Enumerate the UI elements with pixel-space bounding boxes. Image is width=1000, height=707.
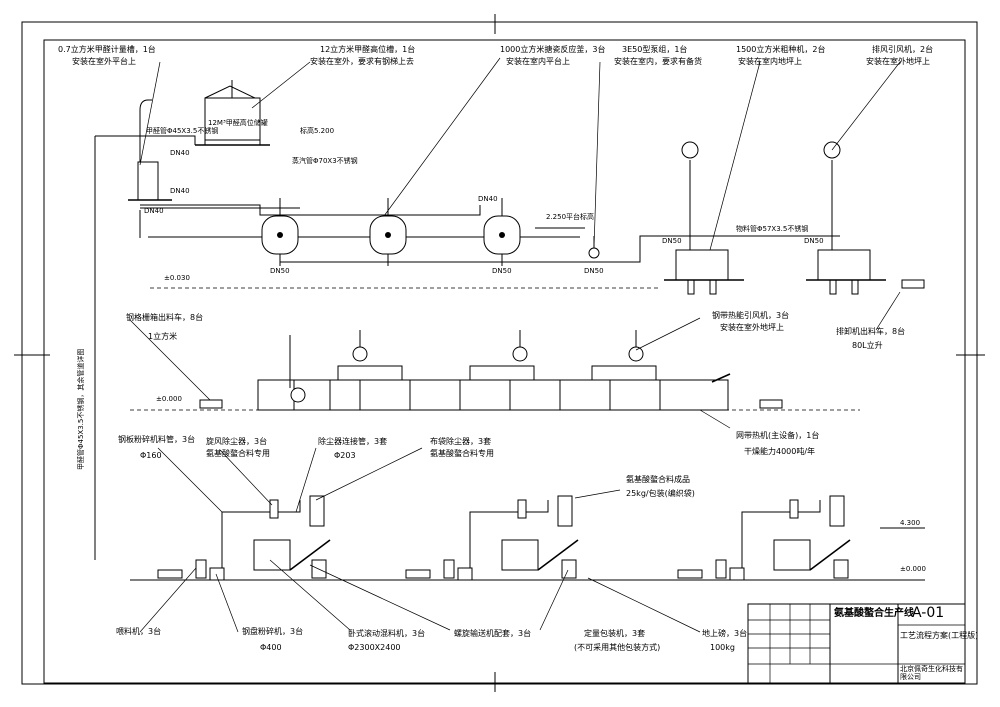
cart-row2-right — [759, 399, 783, 409]
line-1 — [157, 495, 331, 581]
label-pack-note: 氨基酸螯合料成品 — [626, 475, 690, 484]
label-elev-0030: ±0.030 — [164, 274, 190, 282]
label-cyclone: 旋风除尘器，3台 — [206, 437, 268, 446]
line-3 — [677, 495, 851, 581]
title-company: 北京佩奇生化科技有限公司 — [900, 665, 963, 681]
belt-dryer — [257, 365, 731, 411]
label-dn50-e: DN50 — [804, 237, 824, 245]
label-pipe-70: 蒸汽管Φ70X3不锈钢 — [292, 157, 358, 165]
coarse-mill-1 — [664, 141, 744, 295]
label-scale-cap: 100kg — [710, 643, 735, 652]
label-cart-right: 排卸机出料车，8台 — [836, 327, 906, 336]
reactor-2 — [369, 198, 407, 266]
label-dn50-b: DN50 — [492, 267, 512, 275]
label-fan-2: 排风引风机，2台 — [872, 45, 934, 54]
leader-lines — [129, 57, 901, 633]
label-bag-note: 氨基酸螯合料专用 — [430, 449, 494, 458]
label-hot-fan-note: 安装在室外地坪上 — [720, 323, 784, 332]
label-dryer-2: 1500立方米粗种机，2台 — [736, 45, 826, 54]
label-dn50-d: DN50 — [662, 237, 682, 245]
label-water-meter-tank-note: 安装在室外平台上 — [72, 57, 136, 66]
label-pack-spec: 25kg/包装(编织袋) — [626, 489, 695, 498]
label-elev-0000-b: ±0.000 — [900, 565, 926, 573]
label-pipe-45: 甲醛管Φ45X3.5不锈钢 — [146, 127, 219, 135]
label-pump: 3E50型泵组，1台 — [622, 45, 688, 54]
label-scale: 地上磅，3台 — [702, 629, 748, 638]
outer-frame — [21, 21, 978, 685]
label-elev-4300: 4.300 — [900, 519, 921, 527]
dryer-fans — [289, 330, 644, 388]
discharge-cart-right — [901, 279, 925, 289]
label-fan-2-note: 安装在室外地坪上 — [866, 57, 930, 66]
label-crusher-pipe: 钢板粉碎机料管，3台 — [118, 435, 196, 444]
formaldehyde-tank — [195, 80, 270, 146]
label-packer: 定量包装机，3套 — [584, 629, 646, 638]
title-project-name: 氨基酸螯合生产线 — [834, 608, 914, 619]
reactor-1 — [261, 198, 299, 266]
tank-volume-label: 12M³甲醛高位储罐 — [208, 118, 268, 127]
label-elev-0000-a: ±0.000 — [156, 395, 182, 403]
label-dn50-a: DN50 — [270, 267, 290, 275]
label-dn40-a: DN40 — [170, 149, 190, 157]
label-capacity: 干燥能力4000吨/年 — [744, 447, 816, 456]
label-cart-row2-vol: 1立方米 — [148, 332, 178, 341]
label-feeder: 喂料机，3台 — [116, 627, 162, 636]
label-mixer-dia: Φ2300X2400 — [348, 643, 401, 652]
label-elev-5200: 标高5.200 — [300, 127, 335, 135]
label-formaldehyde-tank-note: 安装在室外，要求有钢梯上去 — [310, 57, 414, 66]
label-cyclone-note: 氨基酸螯合料专用 — [206, 449, 270, 458]
label-hot-fan: 钢带热能引风机，3台 — [712, 311, 790, 320]
label-pulverizer-dia: Φ400 — [260, 643, 282, 652]
label-crusher-dia: Φ160 — [140, 451, 162, 460]
cart-row2-left — [199, 399, 223, 409]
label-side-note: 甲醛管Φ45X3.5不锈钢，其余管道详图 — [77, 348, 85, 470]
label-pipe-57: 物料管Φ57X3.5不锈钢 — [736, 225, 809, 233]
label-elev-2250: 2.250平台标高 — [546, 213, 595, 221]
label-cart-row2: 钢格栅箱出料车，8台 — [126, 313, 204, 322]
line-2 — [405, 495, 579, 581]
label-pump-note: 安装在室内，要求有备货 — [614, 57, 702, 66]
drawing-frame — [43, 39, 966, 684]
label-dn50-c: DN50 — [584, 267, 604, 275]
coarse-mill-2 — [806, 141, 886, 295]
metering-tank — [128, 99, 172, 201]
title-drawing-no: A-01 — [912, 605, 945, 621]
label-dn40-c: DN40 — [144, 207, 164, 215]
label-pulverizer: 钢盘粉碎机，3台 — [242, 627, 304, 636]
label-bag-filter: 布袋除尘器，3套 — [430, 437, 492, 446]
title-block — [747, 603, 966, 684]
label-dryer-2-note: 安装在室内地坪上 — [738, 57, 802, 66]
label-reactor: 1000立方米搪瓷反应釜，3台 — [500, 45, 606, 54]
label-mixer: 卧式滚动混料机，3台 — [348, 629, 426, 638]
label-formaldehyde-tank: 12立方米甲醛高位槽，1台 — [320, 45, 416, 54]
label-dn40-b: DN40 — [170, 187, 190, 195]
title-drawing-title: 工艺流程方案(工程版) — [900, 631, 979, 640]
label-reactor-note: 安装在室内平台上 — [506, 57, 570, 66]
label-cart-right-vol: 80L立升 — [852, 341, 883, 350]
label-conveyor: 螺旋输送机配套，3台 — [454, 629, 532, 638]
label-dust-dia: Φ203 — [334, 451, 356, 460]
label-dn40-d: DN40 — [478, 195, 498, 203]
label-dust-pipe: 除尘器连接管，3套 — [318, 437, 388, 446]
reactor-3 — [483, 198, 521, 266]
label-packer-note: (不可采用其他包装方式) — [574, 643, 661, 652]
label-water-meter-tank: 0.7立方米甲醛计量槽，1台 — [58, 45, 156, 54]
label-belt-dryer: 网带热机(主设备)，1台 — [736, 431, 820, 440]
